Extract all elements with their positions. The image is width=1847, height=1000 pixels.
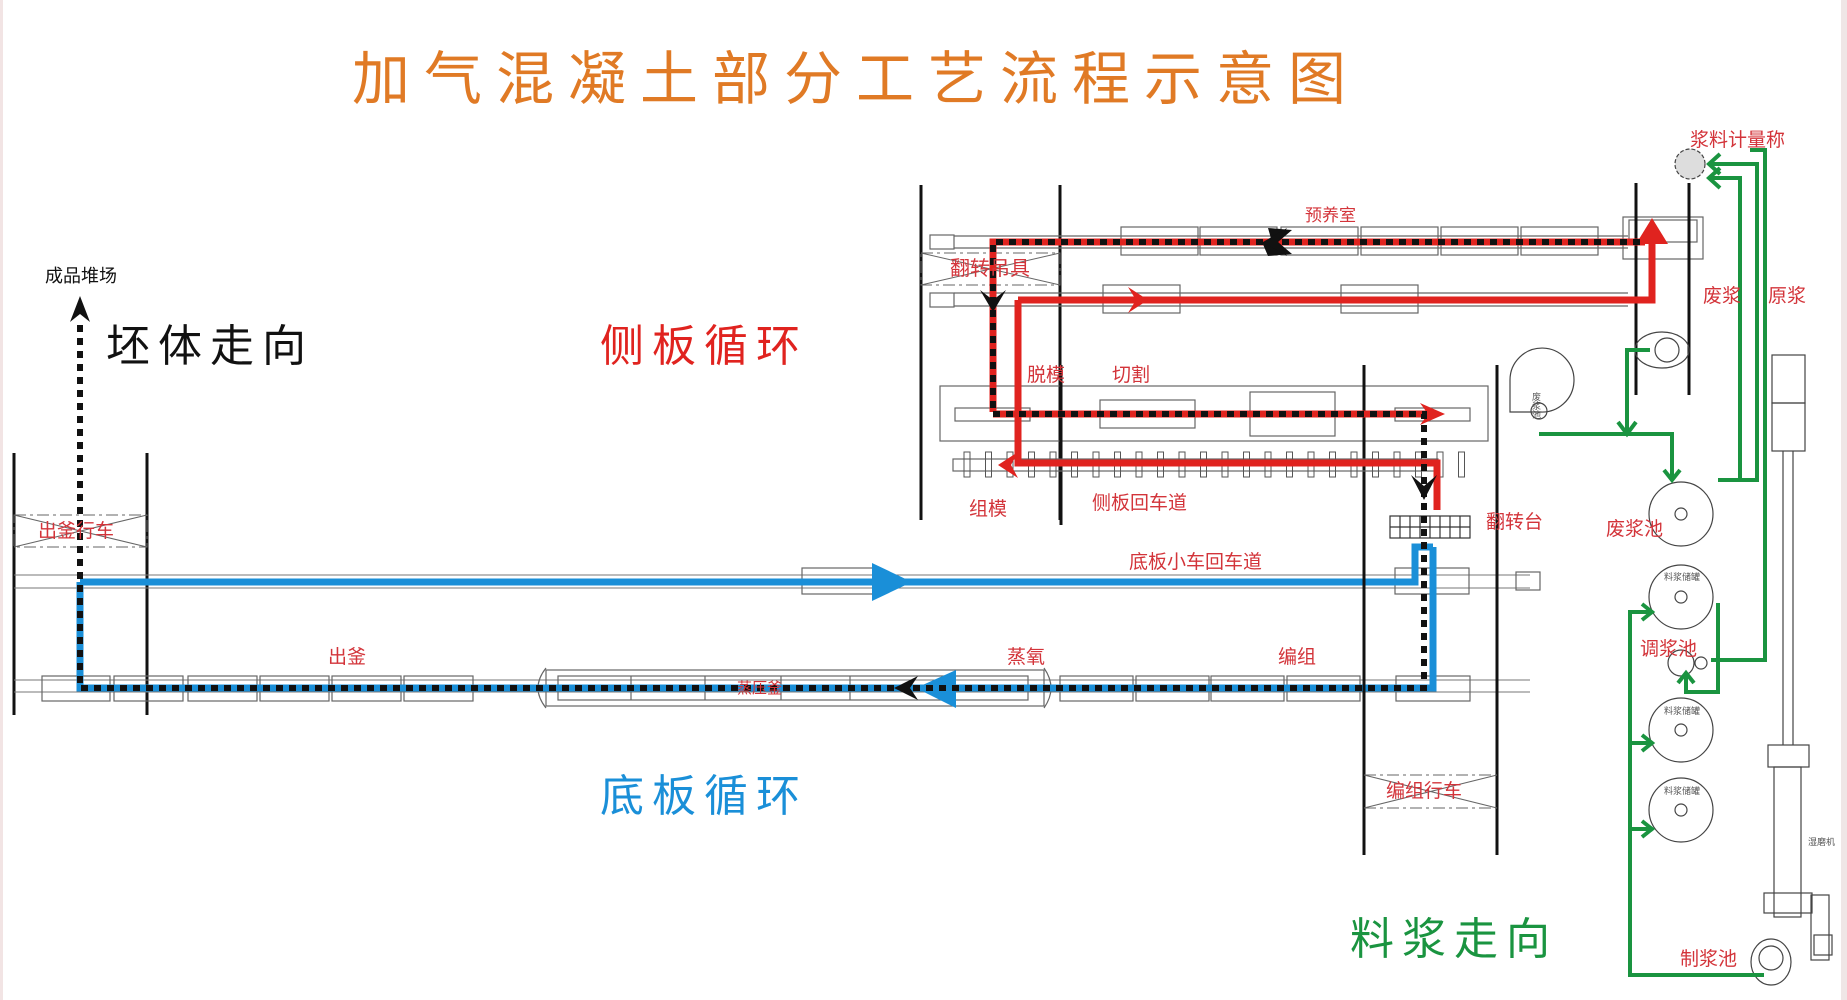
slurry-scale-crane: [1634, 183, 1691, 395]
cutting-crane-rails: [1059, 365, 1499, 855]
label-autoclave: 蒸压釜: [737, 679, 783, 697]
black-arrow-down-flip: [1411, 475, 1437, 500]
black-arrow-up-yard: [70, 296, 90, 322]
label-cutting: 切割: [1112, 364, 1151, 386]
label-flip-table: 翻转台: [1486, 511, 1544, 533]
black-arrow-left-preheat-head: [1263, 228, 1287, 256]
red-arrow-right-demold: [1420, 403, 1445, 425]
label-demold: 脱模: [1027, 364, 1066, 386]
slurry-scale: [1674, 148, 1706, 180]
label-waste-slurry: 废浆: [1703, 285, 1742, 307]
blue-arrow-right: [872, 563, 912, 601]
black-arrow-left-autoclave: [894, 676, 918, 700]
return-clamp: [985, 451, 992, 478]
label-making-pool: 制浆池: [1680, 948, 1738, 970]
flip-table: [1389, 515, 1471, 539]
slurry-arrowheads: [1616, 152, 1722, 839]
legend-bottom-plate-cycle: 底板循环: [600, 771, 808, 822]
body-flow-path: [77, 239, 1640, 691]
label-pre-curing-room: 预养室: [1305, 206, 1356, 226]
label-waste-pool: 废浆池: [1606, 518, 1664, 540]
label-mixing-pool: 调浆池: [1640, 638, 1698, 660]
label-assemble-mold: 组模: [969, 498, 1008, 520]
red-arrow-up: [1636, 218, 1668, 244]
label-slurry-tank-3: 料浆储罐: [1664, 787, 1701, 797]
blue-arrow-left: [916, 670, 956, 708]
label-kettle-exit: 出釜: [328, 646, 367, 668]
label-kettle-exit-crane: 出釜行车: [38, 520, 115, 542]
label-wet-mill: 湿磨机: [1808, 838, 1836, 848]
label-bottom-cart-return: 底板小车回车道: [1129, 551, 1263, 573]
label-steam: 蒸氧: [1007, 646, 1046, 668]
return-clamp: [963, 451, 971, 478]
legend-body-direction: 坯体走向: [106, 321, 314, 372]
label-grouping: 编组: [1278, 646, 1317, 668]
label-waste-pool-small: 废浆池: [1530, 392, 1540, 419]
bottom-track: [14, 667, 1530, 709]
label-flip-spreader: 翻转吊具: [950, 256, 1030, 280]
label-slurry-scale: 浆料计量称: [1690, 129, 1786, 151]
label-slurry-tank-1: 料浆储罐: [1664, 573, 1701, 583]
black-arrow-down-spreader: [980, 290, 1006, 312]
slurry-equipment: [1509, 148, 1833, 986]
label-slurry-tank-2: 料浆储罐: [1664, 707, 1701, 717]
label-side-plate-return: 侧板回车道: [1092, 492, 1188, 514]
label-finished-yard: 成品堆场: [45, 266, 117, 287]
legend-side-plate-cycle: 侧板循环: [600, 321, 808, 372]
legend-slurry-direction: 料浆走向: [1350, 914, 1558, 965]
red-arrow-left-return: [998, 452, 1018, 478]
return-clamp: [1458, 451, 1465, 478]
side-plate-cycle-path: [989, 233, 1656, 510]
label-raw-slurry: 原浆: [1768, 285, 1807, 307]
red-arrow-right-preheat: [1128, 287, 1148, 313]
label-grouping-crane: 编组行车: [1386, 780, 1463, 802]
diagram-title: 加气混凝土部分工艺流程示意图: [352, 45, 1361, 113]
